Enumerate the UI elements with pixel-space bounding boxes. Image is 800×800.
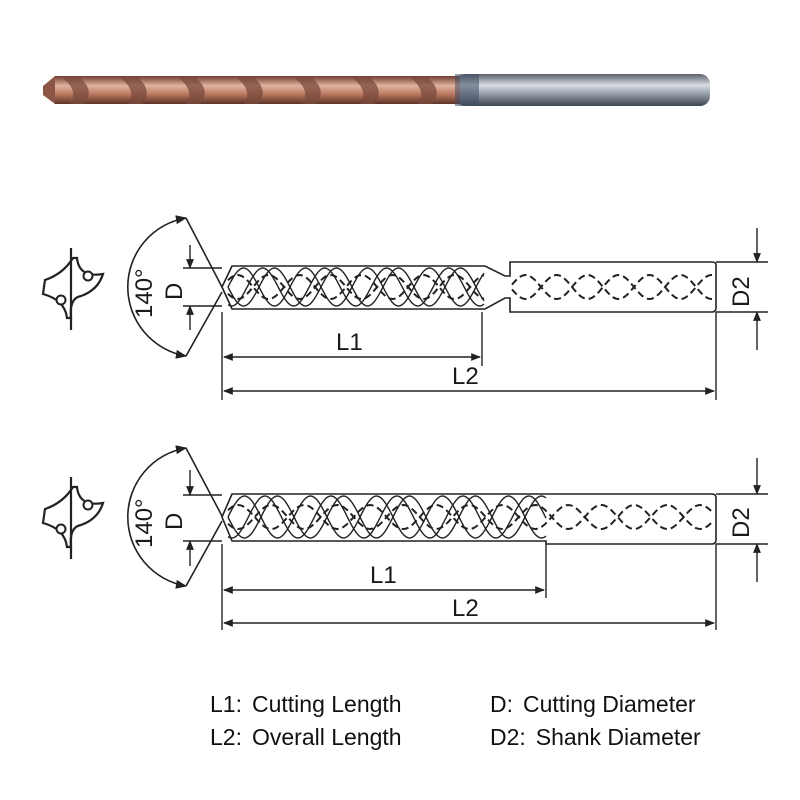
d2-label: D2 bbox=[728, 507, 755, 538]
d-label: D bbox=[161, 513, 188, 530]
photo-flute-groove bbox=[408, 76, 437, 104]
legend-text: Cutting Length bbox=[251, 691, 402, 717]
photo-flute-groove bbox=[350, 76, 379, 104]
hidden-flute-line bbox=[227, 273, 485, 301]
point-angle-leader-top bbox=[185, 217, 223, 288]
flute-edge-line bbox=[227, 267, 485, 307]
flute-edge-line bbox=[227, 495, 547, 539]
point-angle-arc bbox=[127, 215, 188, 359]
legend-key: L2: bbox=[210, 724, 242, 750]
hidden-flute-line bbox=[227, 273, 485, 301]
legend-item-d2: D2: Shank Diameter bbox=[490, 721, 770, 754]
photo-flute-groove bbox=[60, 76, 89, 104]
drawing-long-flute-short: 140° D D2 L1 L2 bbox=[41, 215, 768, 400]
flute-lines bbox=[227, 495, 713, 539]
end-view-icon bbox=[41, 477, 105, 559]
drill-photo-tip bbox=[43, 76, 55, 104]
legend: L1: Cutting Length D: Cutting Diameter L2:… bbox=[210, 688, 770, 754]
point-angle-arc bbox=[127, 445, 188, 589]
photo-flute-groove bbox=[118, 76, 147, 104]
legend-text: Cutting Diameter bbox=[523, 691, 696, 717]
legend-key: D2: bbox=[490, 724, 526, 750]
l1-label: L1 bbox=[336, 329, 363, 356]
legend-text: Overall Length bbox=[251, 724, 402, 750]
drill-outline bbox=[221, 493, 717, 545]
drawing-full-flute: 140° D D2 L1 L2 bbox=[41, 445, 768, 630]
hidden-flute-line bbox=[227, 503, 713, 531]
d-label: D bbox=[161, 283, 188, 300]
legend-item-l2: L2: Overall Length bbox=[210, 721, 490, 754]
drill-photo bbox=[43, 74, 710, 106]
point-angle-leader-bottom bbox=[185, 291, 223, 357]
flute-edge-line bbox=[227, 267, 485, 307]
d2-label: D2 bbox=[728, 276, 755, 307]
legend-row: L2: Overall Length D2: Shank Diameter bbox=[210, 721, 770, 754]
legend-text: Shank Diameter bbox=[535, 724, 701, 750]
l2-label: L2 bbox=[452, 595, 479, 622]
legend-item-l1: L1: Cutting Length bbox=[210, 688, 490, 721]
legend-key: D: bbox=[490, 691, 513, 717]
legend-key: L1: bbox=[210, 691, 242, 717]
photo-flute-groove bbox=[234, 76, 263, 104]
flute-edge-line bbox=[227, 495, 547, 539]
photo-flute-groove bbox=[176, 76, 205, 104]
legend-row: L1: Cutting Length D: Cutting Diameter bbox=[210, 688, 770, 721]
l1-label: L1 bbox=[370, 562, 397, 589]
drill-photo-shank bbox=[455, 74, 710, 106]
flute-lines bbox=[227, 267, 713, 307]
point-angle-label: 140° bbox=[131, 498, 158, 548]
l2-label: L2 bbox=[452, 363, 479, 390]
drill-photo-flutes bbox=[60, 76, 437, 104]
legend-item-d: D: Cutting Diameter bbox=[490, 688, 770, 721]
point-angle-label: 140° bbox=[131, 268, 158, 318]
photo-flute-groove bbox=[292, 76, 321, 104]
hidden-flute-line bbox=[227, 503, 713, 531]
end-view-icon bbox=[41, 248, 105, 330]
flute-edge-line bbox=[227, 267, 485, 307]
drill-photo-neck bbox=[455, 74, 479, 106]
